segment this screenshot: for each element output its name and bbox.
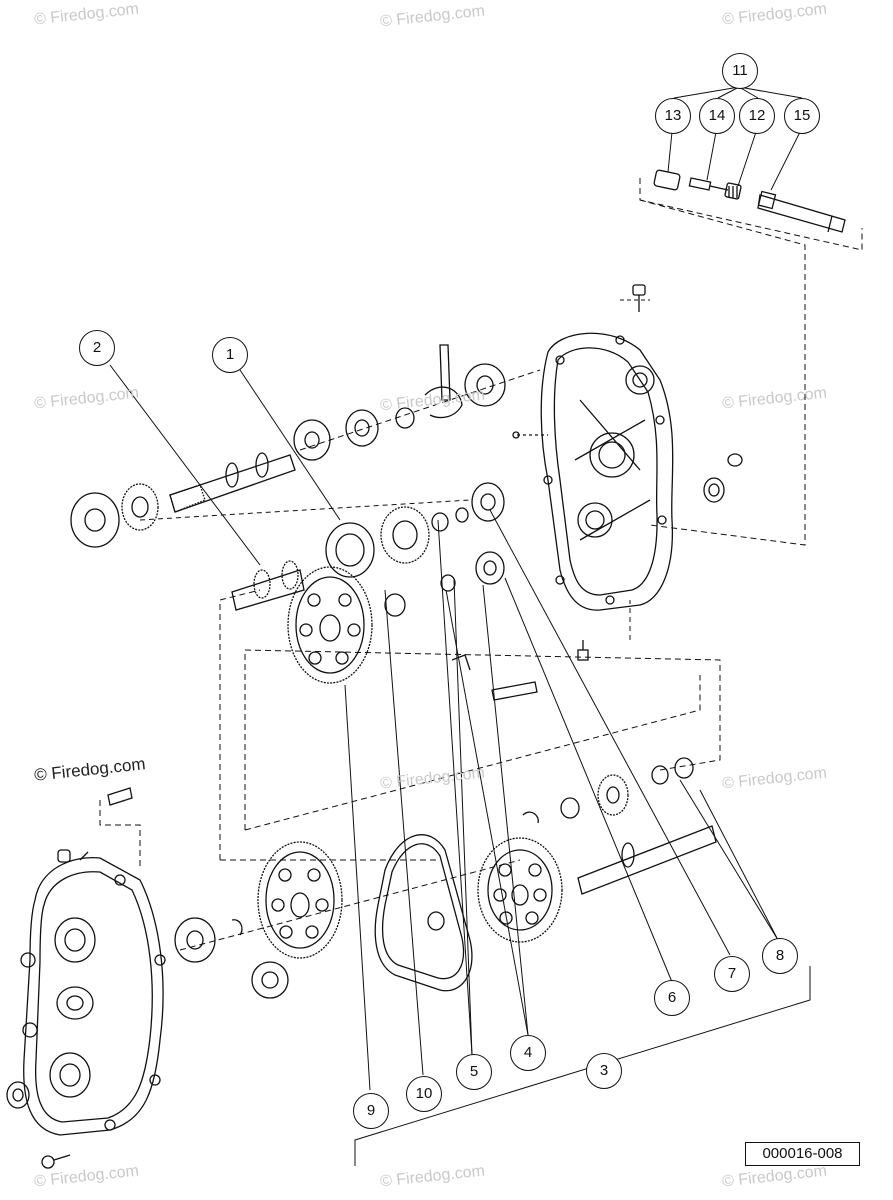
callout-14[interactable]: 14	[699, 98, 735, 134]
left-case-half	[6, 787, 166, 1169]
callout-15[interactable]: 15	[784, 98, 820, 134]
leader-lines	[99, 86, 863, 1166]
right-case-half	[512, 284, 743, 661]
callout-4[interactable]: 4	[510, 1035, 546, 1071]
callout-13[interactable]: 13	[655, 98, 691, 134]
callout-1[interactable]: 1	[212, 337, 248, 373]
callout-6[interactable]: 6	[654, 980, 690, 1016]
shift-shaft-assembly	[653, 169, 846, 233]
callout-5[interactable]: 5	[456, 1054, 492, 1090]
callout-2[interactable]: 2	[79, 330, 115, 366]
callout-12[interactable]: 12	[739, 98, 775, 134]
callout-8[interactable]: 8	[762, 938, 798, 974]
callout-10[interactable]: 10	[406, 1076, 442, 1112]
diagram-id-label: 000016-008	[745, 1142, 860, 1166]
upper-shaft-parts	[70, 344, 538, 701]
callout-7[interactable]: 7	[714, 956, 750, 992]
callout-9[interactable]: 9	[353, 1093, 389, 1129]
callout-11[interactable]: 11	[722, 53, 758, 89]
callout-3[interactable]: 3	[586, 1053, 622, 1089]
lower-row-parts	[174, 757, 717, 999]
